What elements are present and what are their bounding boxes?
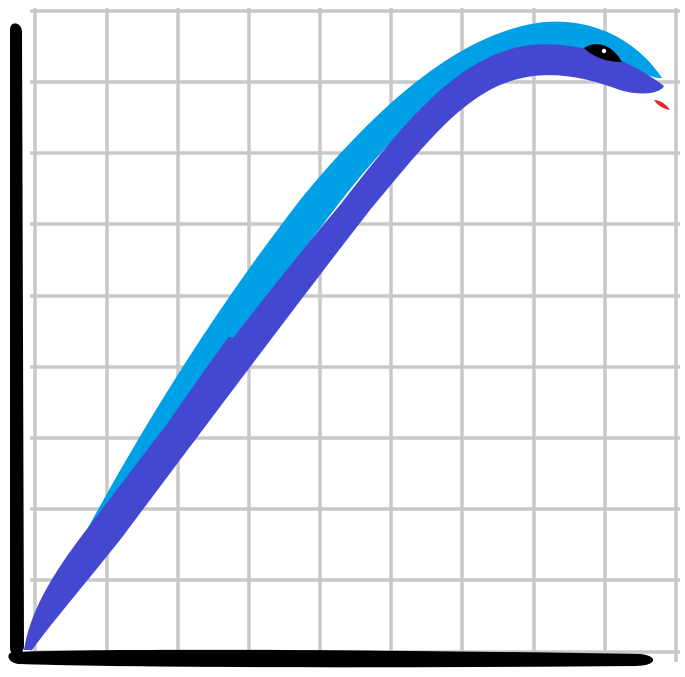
snake-eye-icon — [584, 44, 622, 62]
x-axis-line — [8, 649, 654, 668]
snake-tongue-icon — [654, 100, 670, 110]
y-axis-line — [10, 23, 24, 655]
snake-strand — [27, 337, 233, 643]
